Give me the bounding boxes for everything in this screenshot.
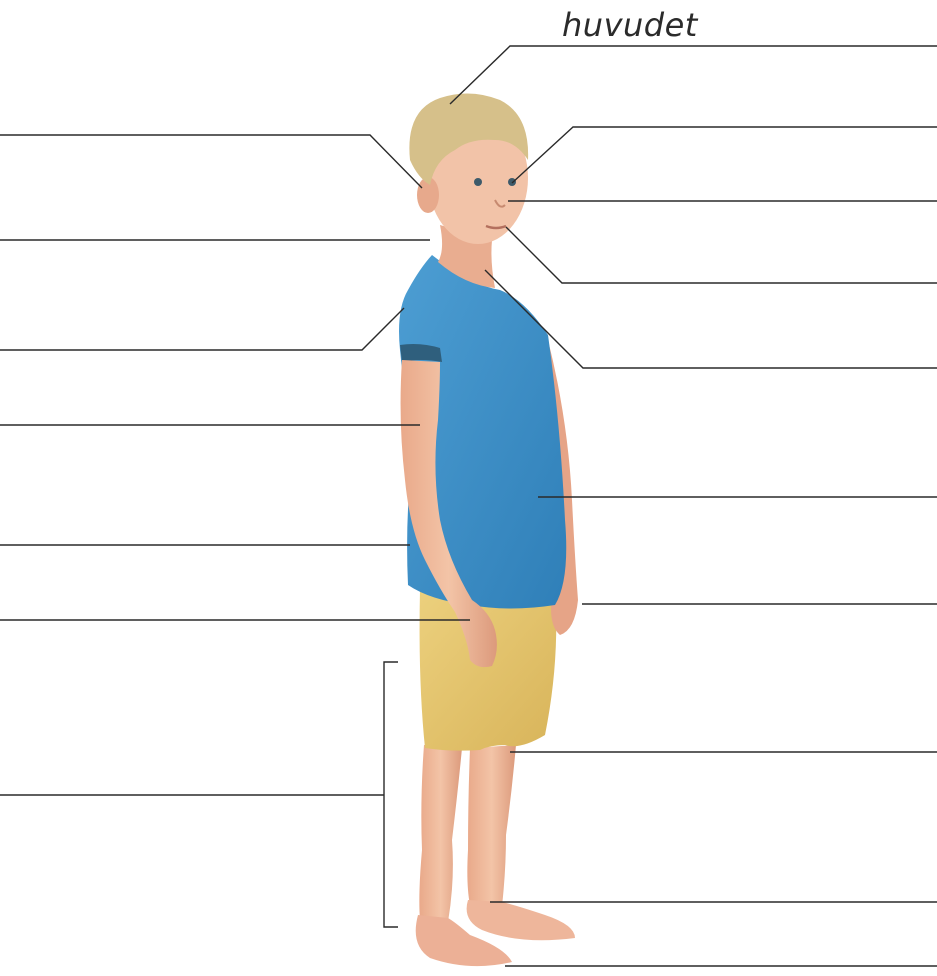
leader-mouth [506,227,937,283]
leader-neck [485,270,937,368]
legs [419,745,516,922]
leader-ear [0,135,422,188]
leader-head [450,46,937,104]
leg-bracket [384,662,398,927]
shorts [420,590,557,751]
head [409,93,528,244]
leader-eye [512,127,937,183]
label-head: huvudet [562,6,698,44]
leader-upper-arm [0,308,404,350]
